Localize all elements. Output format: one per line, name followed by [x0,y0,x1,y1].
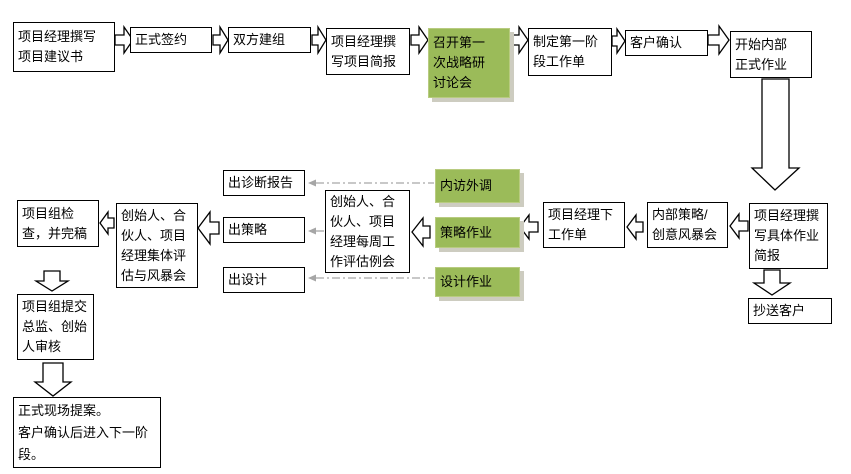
arrow-left-team-check [99,210,115,236]
node-label: 出策略 [228,222,268,237]
node-label: 内访外调 [440,178,493,193]
node-internal-external-research[interactable]: 内访外调 [435,169,520,203]
node-client-confirm[interactable]: 客户确认 [625,30,708,56]
arrow-right-7 [707,23,730,57]
dash-arrow-design-head [308,274,316,282]
node-label: 制定第一阶 段工作单 [533,34,599,69]
node-label: 开始内部 正式作业 [735,36,788,72]
node-label: 双方建组 [233,32,286,47]
arrow-down-final [33,362,73,397]
node-label: 项目组提交 总监、创始 人审核 [22,299,88,354]
node-output-design[interactable]: 出设计 [223,267,305,293]
node-weekly-review-meeting[interactable]: 创始人、合 伙人、项目 经理每周工 作评估例会 [325,190,410,273]
arrow-left-collective-review [197,210,220,246]
node-label: 抄送客户 [753,303,806,318]
arrow-left-brainstorm [729,212,749,240]
node-label: 项目经理撰 写项目简报 [331,33,397,69]
node-write-project-brief[interactable]: 项目经理撰 写项目简报 [326,28,410,75]
node-stage1-work-order[interactable]: 制定第一阶 段工作单 [528,28,612,76]
node-label: 项目经理撰写 项目建议书 [18,29,97,64]
node-output-strategy[interactable]: 出策略 [223,217,305,243]
arrow-right-2 [212,24,229,56]
node-label: 召开第一 次战略研 讨论会 [433,35,486,90]
node-internal-strategy-brainstorm[interactable]: 内部策略/ 创意风暴会 [647,202,728,248]
node-label: 项目经理下 工作单 [548,207,614,242]
node-label: 正式签约 [135,32,188,47]
arrow-right-6 [611,26,626,56]
node-form-teams[interactable]: 双方建组 [228,27,311,53]
arrow-left-strategy-work [519,213,539,241]
dash-arrow-diagnosis-head [308,179,316,187]
node-strategy-work[interactable]: 策略作业 [435,217,520,248]
node-collective-review-meeting[interactable]: 创始人、合 伙人、项目 经理集体评 估与风暴会 [116,203,198,288]
node-submit-for-review[interactable]: 项目组提交 总监、创始 人审核 [17,294,94,360]
node-write-work-brief[interactable]: 项目经理撰 写具体作业 简报 [749,203,828,269]
arrow-down-main [750,78,801,191]
dash-arrow-strategy-head [308,227,316,235]
node-output-diagnosis-report[interactable]: 出诊断报告 [223,170,305,196]
node-label: 出设计 [228,272,268,287]
arrow-right-5 [511,24,529,56]
node-label: 正式现场提案。 客户确认后进入下一阶 段。 [18,402,149,462]
node-cc-client[interactable]: 抄送客户 [748,298,832,324]
node-pm-issue-work-order[interactable]: 项目经理下 工作单 [543,202,625,248]
node-label: 策略作业 [440,224,493,240]
arrow-left-weekly-meeting [411,216,431,248]
node-label: 项目组检 查，并完稿 [22,205,88,241]
node-label: 项目经理撰 写具体作业 简报 [754,208,820,263]
arrow-right-4 [410,24,429,56]
node-formal-sign[interactable]: 正式签约 [130,27,212,53]
node-label: 创始人、合 伙人、项目 经理集体评 估与风暴会 [121,207,187,283]
arrow-right-3 [311,24,327,56]
node-label: 内部策略/ 创意风暴会 [652,207,718,242]
node-label: 出诊断报告 [228,175,294,190]
node-label: 创始人、合 伙人、项目 经理每周工 作评估例会 [330,193,396,269]
node-design-work[interactable]: 设计作业 [435,267,520,297]
node-write-proposal[interactable]: 项目经理撰写 项目建议书 [13,22,115,72]
node-label: 设计作业 [440,274,493,289]
node-label: 客户确认 [630,35,683,50]
arrow-down-cc-client [751,269,793,296]
arrow-left-workorder [626,213,644,241]
node-first-strategy-seminar[interactable]: 召开第一 次战略研 讨论会 [428,28,510,98]
arrow-right-1 [114,24,134,56]
arrow-down-submit [33,270,71,292]
node-team-check-finalize[interactable]: 项目组检 查，并完稿 [17,200,99,247]
node-start-internal-work[interactable]: 开始内部 正式作业 [730,31,812,78]
node-formal-presentation[interactable]: 正式现场提案。 客户确认后进入下一阶 段。 [13,397,161,468]
